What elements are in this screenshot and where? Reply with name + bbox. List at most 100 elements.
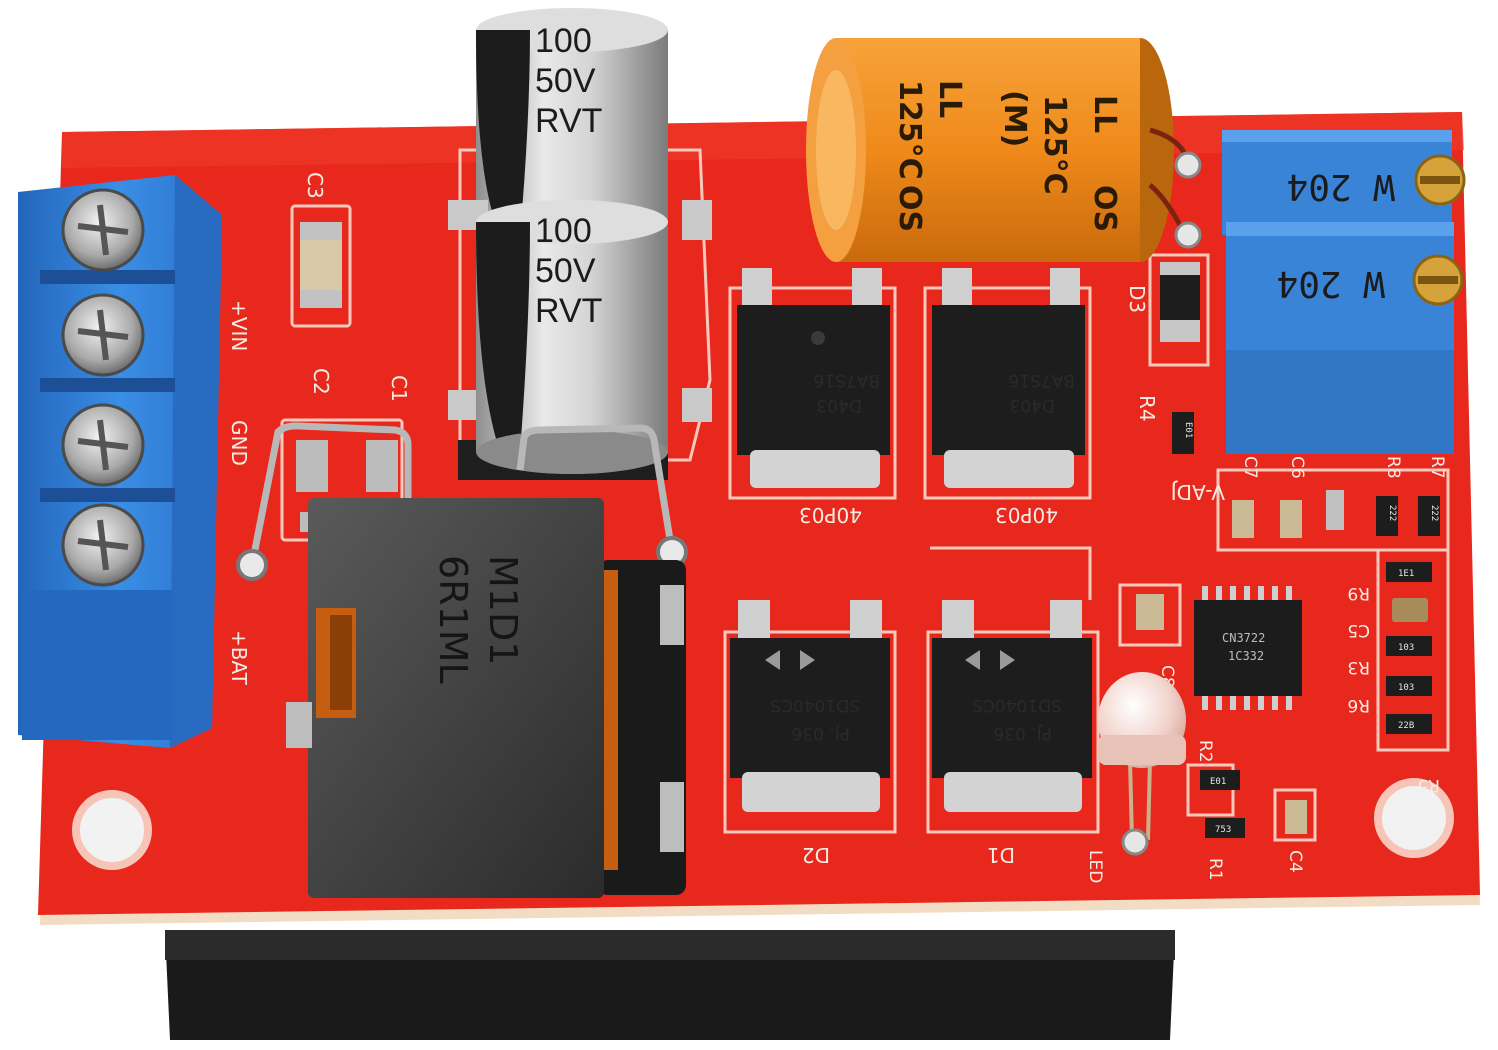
potentiometer-top[interactable]: W 204: [1222, 130, 1466, 235]
smd-r1: 753: [1205, 818, 1245, 838]
cap-top-line1: 100: [535, 22, 592, 60]
inductor-line2: M1D1: [481, 555, 525, 665]
label-r4: R4: [1135, 395, 1159, 422]
diode-d2: SD1040CS PJ. 036: [730, 600, 890, 812]
label-r7: R7: [1427, 456, 1447, 479]
terminal-screw-4[interactable]: [61, 503, 145, 587]
via-left: [236, 549, 268, 581]
label-c2: C2: [309, 368, 333, 395]
diode-d1-line2: PJ. 036: [993, 723, 1052, 743]
smd-c6: [1280, 500, 1302, 538]
orange-electrolytic-capacitor: 125°C LL (M) 125°C LL OS OS: [806, 38, 1174, 262]
cap-bottom-line1: 100: [535, 212, 592, 250]
smd-r2: E01: [1200, 770, 1240, 790]
label-r2: R2: [1195, 740, 1215, 763]
terminal-screw-1[interactable]: [61, 188, 145, 272]
mounting-holes: [72, 778, 1454, 870]
label-d1: D1: [987, 843, 1015, 867]
diode-d1-line1: SD1040CS: [972, 695, 1062, 715]
label-d2: D2: [802, 843, 830, 867]
orange-cap-line3: (M): [997, 90, 1032, 147]
controller-ic: CN3722 1C332: [1194, 586, 1302, 710]
cap-bottom-line3: RVT: [535, 292, 602, 330]
cap-bottom-line2: 50V: [535, 252, 596, 290]
mosfet-right-line2: BA7S16: [1008, 370, 1075, 390]
r4-code: E01: [1183, 422, 1193, 438]
orange-cap-line2: LL: [932, 80, 967, 118]
heatsink: [165, 930, 1175, 1040]
label-r6: R6: [1347, 695, 1370, 715]
ic-line2: 1C332: [1228, 649, 1264, 663]
cap-top-line3: RVT: [535, 102, 602, 140]
pot-bottom-label: W 204: [1277, 263, 1385, 304]
diode-d2-line1: SD1040CS: [770, 695, 860, 715]
label-c7: C7: [1240, 456, 1260, 479]
smd-c5: [1392, 598, 1428, 622]
diode-d3: [1160, 262, 1200, 342]
smd-c4: [1285, 800, 1307, 834]
smd-r6: 103: [1386, 676, 1432, 696]
mosfet-right-line1: D403: [1009, 395, 1055, 415]
label-r5: R5: [1417, 775, 1440, 795]
ic-line1: CN3722: [1222, 631, 1265, 645]
r9-code: 1E1: [1398, 569, 1414, 579]
smd-r7: 222: [1418, 496, 1440, 536]
label-adj: V-ADJ: [1171, 480, 1225, 504]
orange-cap-line7: OS: [892, 185, 927, 232]
inductor-line1: 6R1ML: [431, 555, 475, 684]
smd-r9: 1E1: [1386, 562, 1432, 582]
smd-r8: 222: [1376, 496, 1398, 536]
label-d3: D3: [1125, 285, 1149, 313]
orange-cap-via-2: [1174, 221, 1202, 249]
capacitor-c3: [300, 222, 342, 308]
jumper-wire-right: [516, 424, 676, 553]
label-bat: +BAT: [227, 630, 251, 686]
smd-c7: [1232, 500, 1254, 538]
label-r3: R3: [1347, 657, 1370, 677]
capacitor-c2-c1-pads: [296, 440, 398, 532]
label-gnd: GND: [227, 420, 251, 466]
status-led: [1098, 672, 1186, 856]
mosfet-left-line1: D403: [816, 395, 862, 415]
power-inductor: 6R1ML M1D1: [286, 498, 686, 898]
smd-r5: 22B: [1386, 714, 1432, 734]
jumper-wire-left: [248, 422, 412, 566]
orange-cap-via-1: [1174, 151, 1202, 179]
label-vin: +VIN: [227, 300, 251, 351]
r7-code: 222: [1429, 505, 1439, 521]
mosfet-left-line2: BA7S16: [813, 370, 880, 390]
label-40p03-right: 40P03: [995, 503, 1058, 527]
r2-code: E01: [1210, 777, 1226, 787]
label-c5: C5: [1347, 620, 1370, 640]
terminal-screw-3[interactable]: [61, 403, 145, 487]
cap-top-line2: 50V: [535, 62, 596, 100]
label-40p03-left: 40P03: [799, 503, 862, 527]
label-c3: C3: [303, 172, 327, 199]
terminal-screw-2[interactable]: [61, 293, 145, 377]
orange-cap-line1: 125°C: [892, 80, 927, 180]
diode-d1: SD1040CS PJ. 036: [932, 600, 1092, 812]
pot-top-label: W 204: [1287, 166, 1395, 207]
label-r9: R9: [1347, 583, 1370, 603]
electrolytic-capacitor-bottom: 100 50V RVT: [476, 200, 668, 474]
label-c1: C1: [387, 375, 411, 402]
r5-code: 22B: [1398, 721, 1414, 731]
label-r1: R1: [1205, 858, 1225, 881]
orange-cap-line6: OS: [1087, 185, 1122, 232]
orange-cap-line4: 125°C: [1037, 95, 1072, 195]
mosfet-q-right: D403 BA7S16: [932, 268, 1085, 488]
orange-cap-line5: LL: [1087, 95, 1122, 133]
label-r8: R8: [1383, 456, 1403, 479]
potentiometer-bottom[interactable]: W 204: [1226, 222, 1464, 454]
smd-pad-r: [1326, 490, 1344, 530]
label-c6: C6: [1287, 456, 1307, 479]
smd-r3: 103: [1386, 636, 1432, 656]
diode-d2-line2: PJ. 036: [791, 723, 850, 743]
mosfet-q-left: D403 BA7S16: [737, 268, 890, 488]
smd-c8: [1136, 594, 1164, 630]
r3-code: 103: [1398, 643, 1414, 653]
r8-code: 222: [1387, 505, 1397, 521]
r6-code: 103: [1398, 683, 1414, 693]
label-c4: C4: [1285, 850, 1305, 873]
